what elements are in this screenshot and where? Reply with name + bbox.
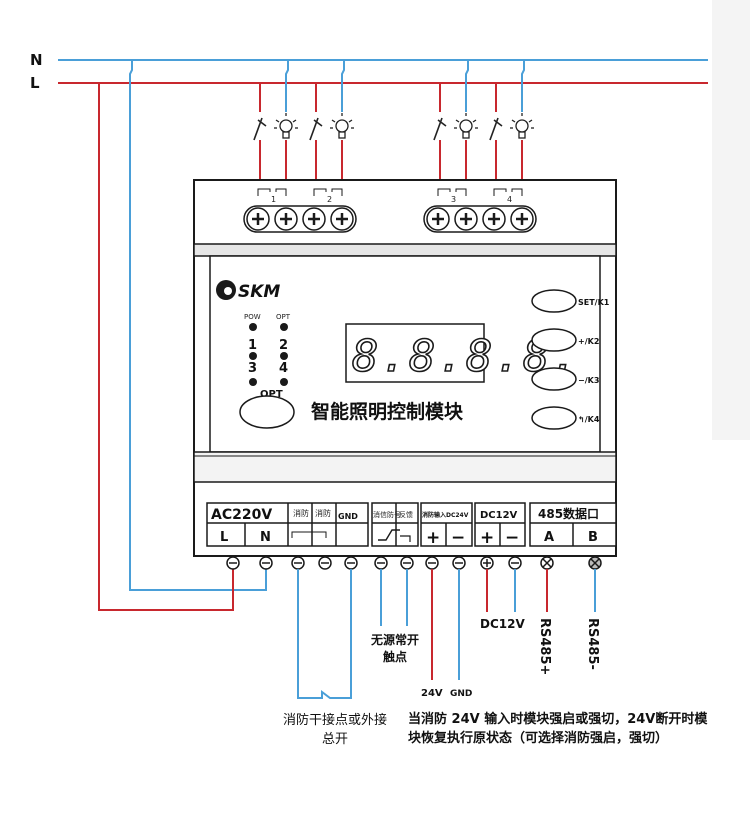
output-terminals-left	[243, 205, 357, 233]
key-k3-label: −/K3	[578, 376, 599, 385]
switch-icon	[433, 117, 447, 141]
terminal-ac220v-label: AC220V	[211, 507, 272, 523]
terminal-l-label: L	[220, 530, 228, 545]
brand-logo: SKM	[216, 280, 280, 302]
channel-label: 2	[327, 195, 332, 204]
led-1-label: 1	[248, 338, 257, 353]
key-k4-button[interactable]	[531, 406, 577, 430]
led-3	[249, 378, 257, 386]
terminal-24v-minus: −	[451, 528, 465, 548]
module-rail-bottom	[193, 451, 617, 483]
key-k3-button[interactable]	[531, 367, 577, 391]
channel-label: 3	[451, 195, 456, 204]
terminal-gnd-label: GND	[338, 512, 358, 521]
seven-segment-display	[345, 323, 485, 383]
terminal-dc12v-label: DC12V	[480, 510, 518, 521]
relay-contact-marks	[257, 188, 523, 196]
terminal-dc12v-plus: +	[480, 528, 494, 548]
module-rail-top	[193, 243, 617, 257]
bottom-screw-terminals	[226, 556, 602, 570]
lamp-icon	[510, 113, 534, 139]
led-4	[280, 378, 288, 386]
dc12v-wire-label: DC12V	[480, 617, 525, 631]
led-pow	[249, 323, 257, 331]
load-group-1	[258, 60, 345, 193]
nc-contact-note: 无源常开触点	[370, 633, 419, 664]
output-terminals-right	[423, 205, 537, 233]
key-k1-button[interactable]	[531, 289, 577, 313]
key-k4-label: ↰/K4	[578, 415, 600, 424]
led-2	[280, 352, 288, 360]
channel-label: 4	[507, 195, 512, 204]
load-group-2	[439, 60, 525, 192]
line-l-label: L	[30, 74, 40, 92]
module-title: 智能照明控制模块	[311, 400, 464, 423]
switch-icon	[253, 117, 267, 141]
led-pow-label: POW	[244, 313, 261, 321]
switch-icon	[309, 117, 323, 141]
neutral-feed-wire	[129, 60, 267, 591]
fire-input-note: 当消防 24V 输入时模块强启或强切，24V断开时模块恢复执行原状态（可选择消防…	[408, 712, 708, 746]
key-k2-button[interactable]	[531, 328, 577, 352]
rs485-plus-label: RS485+	[537, 618, 552, 675]
led-1	[249, 352, 257, 360]
terminal-24v-input-label: 消防输入DC24V	[422, 511, 469, 519]
terminal-n-label: N	[260, 530, 271, 545]
led-4-label: 4	[279, 361, 288, 376]
key-k1-label: SET/K1	[578, 298, 610, 307]
terminal-label-strip	[206, 502, 617, 547]
terminal-24v-plus: +	[426, 528, 440, 548]
terminal-a-label: A	[544, 530, 554, 545]
led-2-label: 2	[279, 338, 288, 353]
lamp-icon	[274, 113, 298, 139]
led-opt	[280, 323, 288, 331]
dry-contact-note: 消防干接点或外接总开	[282, 713, 387, 747]
live-feed-wire	[98, 83, 234, 611]
switch-icon	[489, 117, 503, 141]
terminal-signal-label: 消信防号	[373, 510, 401, 519]
fire-gnd-label: GND	[450, 689, 472, 699]
terminal-fire2-label: 消防	[315, 508, 331, 518]
terminal-485-label: 485数据口	[538, 506, 599, 521]
terminal-b-label: B	[588, 530, 598, 545]
channel-label: 1	[271, 195, 276, 204]
opt-button-label: OPT	[260, 389, 283, 400]
terminal-fire1-label: 消防	[293, 508, 309, 518]
fire-24v-label: 24V	[421, 688, 443, 699]
lamp-icon	[330, 113, 354, 139]
terminal-dc12v-minus: −	[505, 528, 519, 548]
led-opt-label: OPT	[276, 313, 291, 321]
line-n-label: N	[30, 51, 43, 69]
dry-contact-wire	[297, 569, 352, 699]
rs485-minus-label: RS485-	[585, 618, 600, 670]
lamp-icon	[454, 113, 478, 139]
terminal-feedback-label: 反馈	[399, 510, 413, 519]
svg-text:SKM: SKM	[238, 282, 280, 302]
background-shade	[712, 0, 750, 440]
opt-button[interactable]	[239, 395, 295, 429]
key-k2-label: +/K2	[578, 337, 599, 346]
led-3-label: 3	[248, 361, 257, 376]
